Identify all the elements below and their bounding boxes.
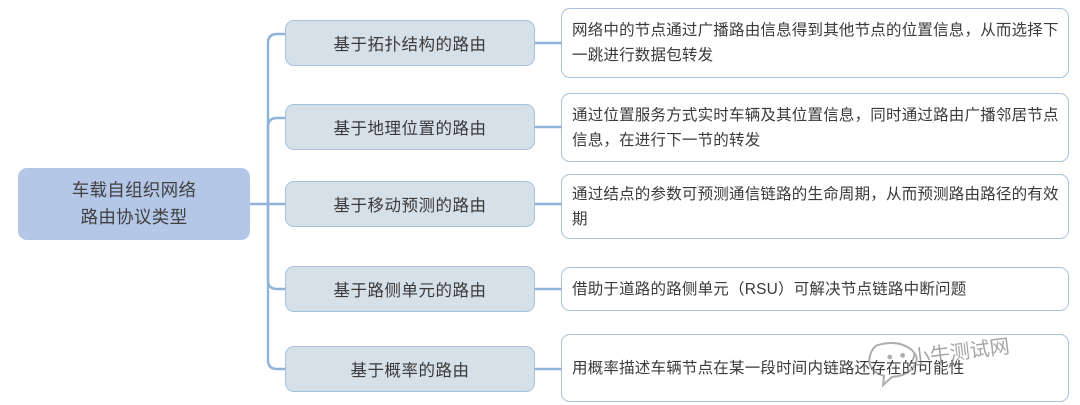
connector-branch-4 bbox=[266, 202, 287, 291]
root-node[interactable]: 车载自组织网络 路由协议类型 bbox=[18, 168, 250, 240]
description-node-1-text: 网络中的节点通过广播路由信息得到其他节点的位置信息，从而选择下一跳进行数据包转发 bbox=[572, 22, 1059, 64]
branch-node-4-label: 基于路侧单元的路由 bbox=[333, 282, 487, 300]
connector-branch-1 bbox=[266, 32, 287, 206]
branch-node-2[interactable]: 基于地理位置的路由 bbox=[285, 104, 535, 150]
branch-node-4[interactable]: 基于路侧单元的路由 bbox=[285, 266, 535, 312]
description-node-3[interactable]: 通过结点的参数可预测通信链路的生命周期，从而预测路由路径的有效期 bbox=[561, 174, 1069, 239]
description-node-5-text: 用概率描述车辆节点在某一段时间内链路还存在的可能性 bbox=[572, 359, 965, 377]
root-node-label: 车载自组织网络 路由协议类型 bbox=[71, 180, 197, 227]
description-node-2[interactable]: 通过位置服务方式实时车辆及其位置信息，同时通过路由广播邻居节点信息，在进行下一节… bbox=[561, 93, 1069, 162]
description-node-5[interactable]: 用概率描述车辆节点在某一段时间内链路还存在的可能性 bbox=[561, 334, 1069, 402]
connector-branch-5 bbox=[266, 202, 287, 371]
description-node-4[interactable]: 借助于道路的路侧单元（RSU）可解决节点链路中断问题 bbox=[561, 267, 1069, 311]
description-node-1[interactable]: 网络中的节点通过广播路由信息得到其他节点的位置信息，从而选择下一跳进行数据包转发 bbox=[561, 8, 1069, 78]
connector-branch-2 bbox=[266, 116, 287, 206]
branch-node-5[interactable]: 基于概率的路由 bbox=[285, 346, 535, 392]
branch-node-1[interactable]: 基于拓扑结构的路由 bbox=[285, 20, 535, 66]
description-node-2-text: 通过位置服务方式实时车辆及其位置信息，同时通过路由广播邻居节点信息，在进行下一节… bbox=[572, 106, 1059, 149]
branch-node-5-label: 基于概率的路由 bbox=[350, 362, 470, 380]
branch-node-3-label: 基于移动预测的路由 bbox=[333, 197, 487, 215]
description-node-3-text: 通过结点的参数可预测通信链路的生命周期，从而预测路由路径的有效期 bbox=[572, 185, 1059, 228]
branch-node-2-label: 基于地理位置的路由 bbox=[333, 120, 487, 138]
description-node-4-text: 借助于道路的路侧单元（RSU）可解决节点链路中断问题 bbox=[572, 280, 967, 298]
branch-node-1-label: 基于拓扑结构的路由 bbox=[333, 36, 487, 54]
branch-node-3[interactable]: 基于移动预测的路由 bbox=[285, 181, 535, 227]
